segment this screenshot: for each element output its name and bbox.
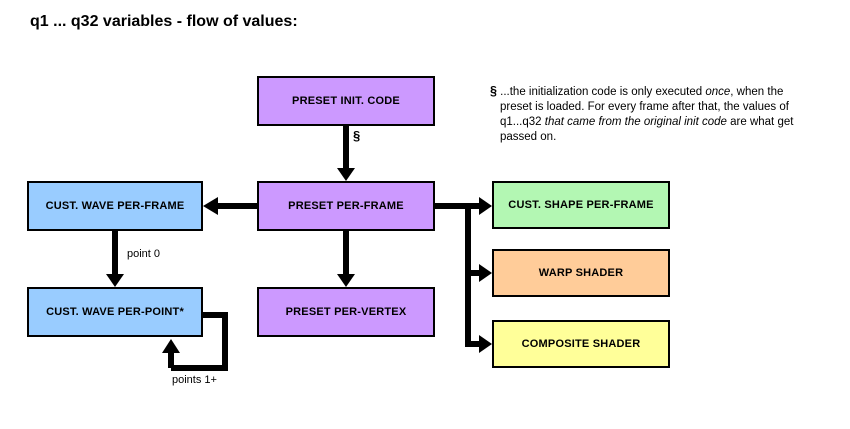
box-label: CUST. WAVE PER-POINT* [46,306,184,318]
points-1plus-label: points 1+ [172,374,217,386]
box-preset-per-frame: PRESET PER-FRAME [257,181,435,231]
box-preset-per-vertex: PRESET PER-VERTEX [257,287,435,337]
box-label: PRESET INIT. CODE [292,95,400,107]
footnote-text-2: , when the preset is loaded. For every f… [500,86,789,128]
box-cust-wave-per-frame: CUST. WAVE PER-FRAME [27,181,203,231]
page-title: q1 ... q32 variables - flow of values: [30,13,298,30]
init-code-footnote: § ...the initialization code is only exe… [490,84,814,145]
box-label: WARP SHADER [538,267,624,279]
arrow-wave-perframe-to-perpoint [106,231,124,287]
footnote-section-symbol: § [490,84,497,98]
box-preset-init-code: PRESET INIT. CODE [257,76,435,126]
box-label: COMPOSITE SHADER [521,338,641,350]
box-label: PRESET PER-FRAME [288,200,404,212]
footnote-italic-once: once [705,86,731,98]
footnote-text-1: ...the initialization code is only execu… [496,86,706,98]
box-cust-shape-per-frame: CUST. SHAPE PER-FRAME [492,181,670,229]
point-0-label: point 0 [127,248,161,260]
section-symbol-label: § [353,128,361,143]
box-label: CUST. SHAPE PER-FRAME [508,199,654,211]
arrow-perframe-to-wave-perframe [203,197,257,215]
box-label: PRESET PER-VERTEX [285,306,407,318]
box-label: CUST. WAVE PER-FRAME [45,200,185,212]
footnote-italic-initcode: that came from the original init code [544,116,727,128]
box-warp-shader: WARP SHADER [492,249,670,297]
box-composite-shader: COMPOSITE SHADER [492,320,670,368]
box-cust-wave-per-point: CUST. WAVE PER-POINT* [27,287,203,337]
arrow-perframe-to-pervertex [337,231,355,287]
arrow-perframe-to-right-branches [435,197,492,353]
footnote-text-3: are what get passed on. [500,116,794,143]
